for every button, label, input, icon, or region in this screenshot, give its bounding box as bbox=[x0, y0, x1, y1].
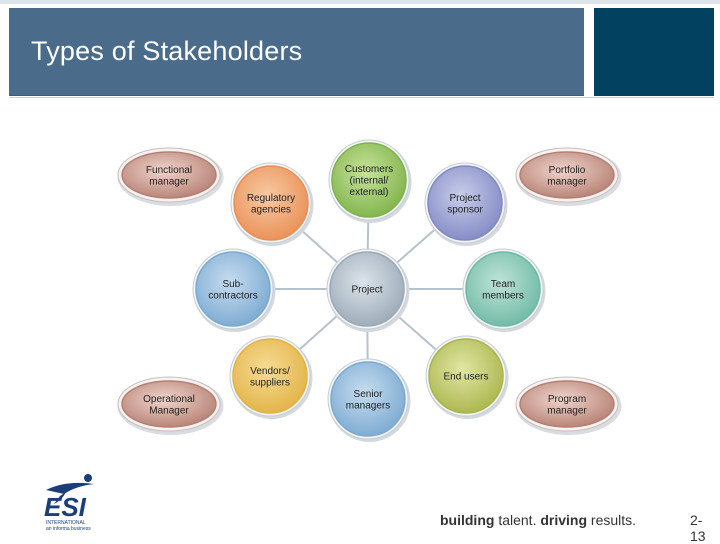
stakeholder-node-label-line: Customers bbox=[345, 164, 393, 175]
stakeholder-node-label-line: Sub- bbox=[222, 279, 243, 290]
tagline-word-results: results. bbox=[587, 512, 637, 528]
stakeholder-node-label-line: (internal/ bbox=[350, 176, 389, 187]
stakeholder-node: Customers(internal/external) bbox=[328, 139, 412, 223]
stakeholder-node-label-line: Team bbox=[491, 279, 515, 290]
corner-stakeholder-node-label-line: manager bbox=[547, 405, 587, 416]
esi-logo: ESI INTERNATIONAL an informa business bbox=[44, 474, 94, 532]
stakeholder-node-label-line: sponsor bbox=[447, 204, 483, 215]
stakeholder-node-label-line: contractors bbox=[208, 290, 257, 301]
corner-stakeholder-node-label-line: Program bbox=[548, 394, 586, 405]
corner-stakeholder-node-label-line: Portfolio bbox=[549, 165, 586, 176]
center-node-project: Project bbox=[326, 248, 410, 332]
corner-stakeholder-node-label-line: manager bbox=[547, 176, 587, 187]
title-divider bbox=[9, 97, 714, 98]
stakeholder-node-label-line: Vendors/ bbox=[250, 366, 290, 377]
center-node-label: Project bbox=[351, 285, 382, 296]
corner-stakeholder-node-label-line: manager bbox=[149, 176, 189, 187]
stakeholder-node-label-line: external) bbox=[350, 187, 389, 198]
stakeholder-node-label-line: suppliers bbox=[250, 377, 290, 388]
slide-title: Types of Stakeholders bbox=[31, 36, 303, 66]
tagline-word-talent: talent. bbox=[494, 512, 541, 528]
corner-stakeholder-node-label-line: Operational bbox=[143, 394, 195, 405]
footer-tagline: building talent. driving results. bbox=[440, 512, 636, 528]
title-accent-block bbox=[594, 8, 714, 96]
tagline-word-driving: driving bbox=[540, 512, 588, 528]
stakeholder-node-label-line: managers bbox=[346, 400, 390, 411]
page-number: 2-13 bbox=[690, 512, 706, 544]
stakeholder-node-label-line: members bbox=[482, 290, 524, 301]
stakeholder-node: Sub-contractors bbox=[192, 248, 276, 332]
logo-wordmark: ESI bbox=[44, 492, 87, 522]
logo-subtext-2: an informa business bbox=[46, 526, 91, 532]
stakeholder-node: End users bbox=[425, 335, 509, 419]
logo-subtext-1: INTERNATIONAL bbox=[46, 520, 86, 526]
stakeholder-node-label-line: Regulatory bbox=[247, 193, 295, 204]
stakeholder-node-label-line: End users bbox=[443, 372, 488, 383]
diagram-nodes: ProjectCustomers(internal/external)Proje… bbox=[117, 139, 622, 442]
stakeholder-node-label-line: Project bbox=[449, 193, 480, 204]
tagline-word-building: building bbox=[440, 512, 495, 528]
stakeholder-node-label-line: agencies bbox=[251, 204, 291, 215]
corner-stakeholder-node-label-line: Functional bbox=[146, 165, 192, 176]
top-rule bbox=[0, 0, 720, 4]
title-bar: Types of Stakeholders bbox=[9, 8, 584, 96]
stakeholder-node-label-line: Senior bbox=[354, 389, 384, 400]
stakeholder-node: Vendors/suppliers bbox=[229, 335, 313, 419]
corner-stakeholder-node-label-line: Manager bbox=[149, 405, 189, 416]
